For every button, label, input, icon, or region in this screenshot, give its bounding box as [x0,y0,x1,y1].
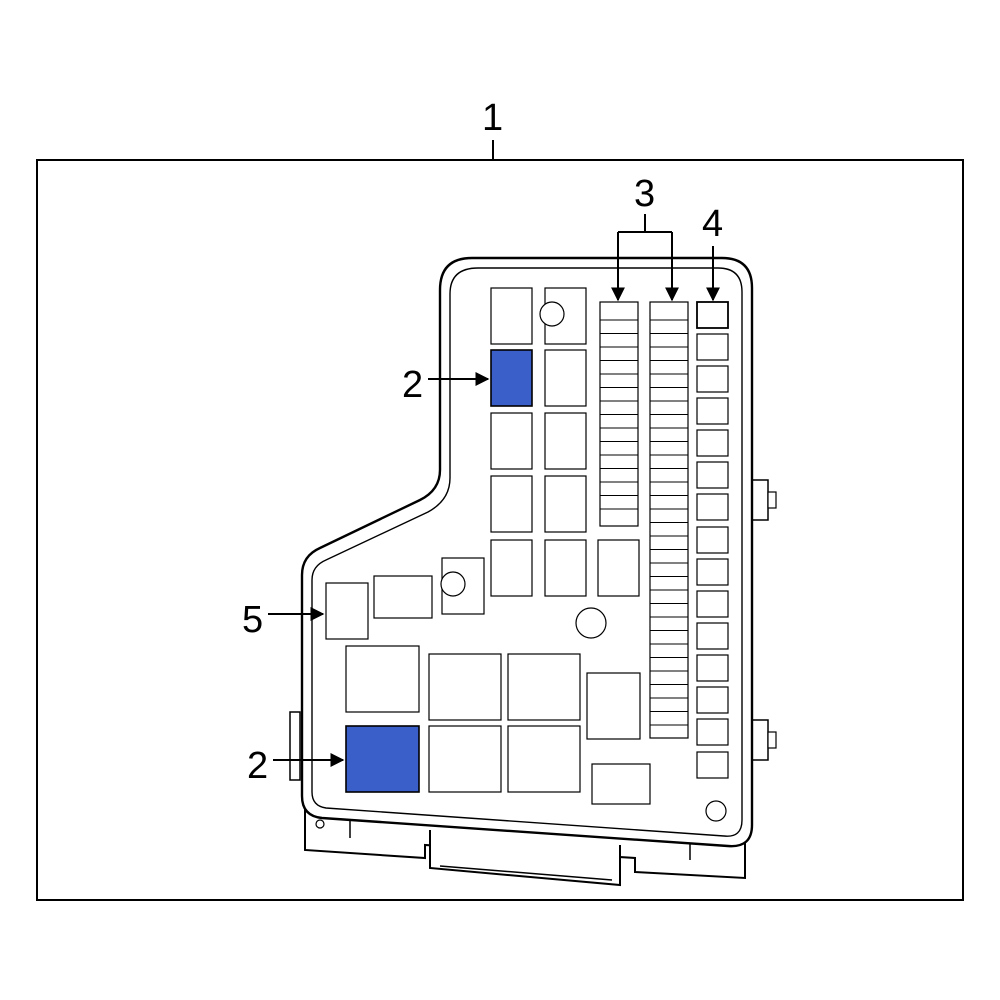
item-3-fuse-strips [599,301,689,739]
fuse-cell [696,590,729,618]
mounting-hole [539,301,565,327]
item-4-fuse [696,301,729,329]
fuse-cell [696,365,729,393]
callout-4: 4 [702,203,723,245]
diagram-frame [36,159,964,901]
fuse-cell [696,558,729,586]
callout-2-upper: 2 [402,364,423,406]
fuse-cell [696,493,729,521]
item-5-module [325,582,369,640]
callout-3: 3 [634,173,655,215]
item-4-fuse-column [696,301,729,779]
mounting-hole [440,571,466,597]
fuse-cell [696,397,729,425]
mounting-hole [705,800,727,822]
callout-5: 5 [242,599,263,641]
item-2-relay-upper [490,349,533,407]
fuse-cell [696,333,729,361]
fuse-cell [696,654,729,682]
item-2-relay-lower [345,725,420,793]
fuse-cell [696,461,729,489]
relay-blocks [345,287,727,822]
callout-2-lower: 2 [247,745,268,787]
mounting-hole [575,607,607,639]
fuse-cell [696,622,729,650]
callout-1: 1 [482,97,503,139]
fuse-cell [696,429,729,457]
fuse-cell [696,686,729,714]
fuse-cell [696,718,729,746]
fuse-cell [696,751,729,779]
fuse-cell [696,526,729,554]
